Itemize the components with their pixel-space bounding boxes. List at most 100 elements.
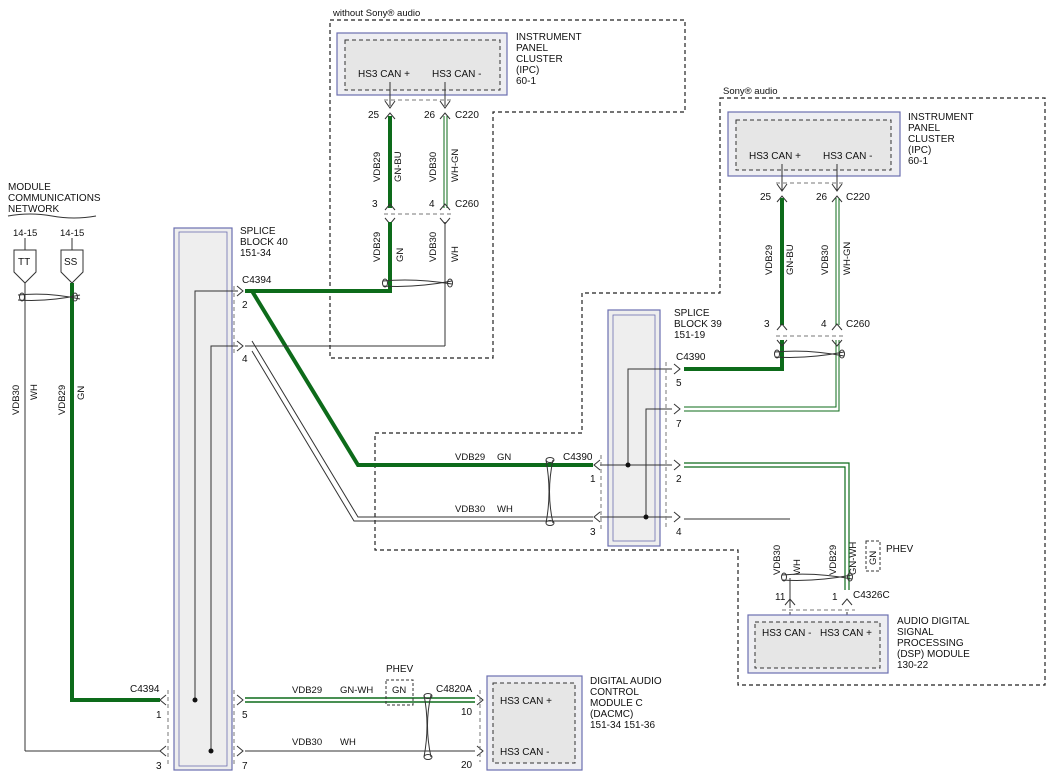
wire-vdb29-sb39-to-ipc bbox=[684, 340, 784, 371]
wire-label-wh-gn-top: WH-GN bbox=[450, 149, 461, 182]
svg-text:(IPC): (IPC) bbox=[516, 65, 539, 76]
wire-label-vdb29-left: VDB29 bbox=[57, 385, 68, 415]
wire-label-vdb30-top: VDB30 bbox=[428, 152, 439, 182]
wire-label-vdb30-top-lower: VDB30 bbox=[428, 232, 439, 262]
dsp-pin-right: HS3 CAN + bbox=[820, 628, 872, 639]
wire-label-vdb30-left: VDB30 bbox=[11, 385, 22, 415]
ipc-right-title: INSTRUMENT PANEL CLUSTER (IPC) 60-1 bbox=[908, 112, 974, 167]
pin-2-sb39: 2 bbox=[676, 474, 682, 485]
phev-label-dsp: PHEV bbox=[886, 544, 914, 555]
wire-label-gn-top-lower: GN bbox=[395, 248, 406, 262]
svg-text:AUDIO DIGITAL: AUDIO DIGITAL bbox=[897, 616, 970, 627]
mcn-ref-left: 14-15 bbox=[13, 228, 37, 239]
pin-4-sb40: 4 bbox=[242, 354, 248, 365]
wire-label-vdb29-top-lower: VDB29 bbox=[372, 232, 383, 262]
svg-text:CLUSTER: CLUSTER bbox=[516, 54, 563, 65]
svg-text:151-19: 151-19 bbox=[674, 330, 706, 341]
pin-4-right: 4 bbox=[821, 319, 827, 330]
svg-text:(DACMC): (DACMC) bbox=[590, 709, 633, 720]
svg-text:BLOCK 39: BLOCK 39 bbox=[674, 319, 722, 330]
connector-c4326c: C4326C bbox=[853, 590, 890, 601]
connector-c4820a: C4820A bbox=[436, 684, 472, 695]
wire-label-gn-bu-top: GN-BU bbox=[393, 151, 404, 182]
wire-label-wh-bottom: WH bbox=[340, 737, 356, 748]
section-label-without-sony: without Sony® audio bbox=[332, 8, 420, 19]
dacmc-pin-bottom: HS3 CAN - bbox=[500, 747, 549, 758]
svg-text:SPLICE: SPLICE bbox=[674, 308, 710, 319]
pin-3-sb40: 3 bbox=[156, 761, 162, 772]
dacmc-pin-top: HS3 CAN + bbox=[500, 696, 552, 707]
pin-2-sb40: 2 bbox=[242, 300, 248, 311]
splice-block-40-title: SPLICE BLOCK 40 151-34 bbox=[240, 226, 288, 259]
pin-5-sb40: 5 bbox=[242, 710, 248, 721]
ipc-top-inner bbox=[344, 39, 501, 91]
pin-20-dacmc: 20 bbox=[461, 760, 473, 771]
svg-text:CLUSTER: CLUSTER bbox=[908, 134, 955, 145]
svg-text:SIGNAL: SIGNAL bbox=[897, 627, 934, 638]
dacmc-title: DIGITAL AUDIO CONTROL MODULE C (DACMC) 1… bbox=[590, 676, 662, 731]
svg-text:PROCESSING: PROCESSING bbox=[897, 638, 964, 649]
wire-label-vdb30-mid: VDB30 bbox=[455, 504, 485, 515]
mcn-ref-right: 14-15 bbox=[60, 228, 84, 239]
wire-vdb29-sb40-to-sb39 bbox=[250, 289, 593, 467]
pin-4-top: 4 bbox=[429, 199, 435, 210]
wire-label-wh-gn-right: WH-GN bbox=[842, 242, 853, 275]
svg-text:CONTROL: CONTROL bbox=[590, 687, 639, 698]
wire-label-gn-bottom: GN bbox=[392, 685, 406, 696]
pin-5-sb39: 5 bbox=[676, 378, 682, 389]
connector-c220-right: C220 bbox=[846, 192, 870, 203]
connector-c260-top: C260 bbox=[455, 199, 479, 210]
ipc-top-title: INSTRUMENT PANEL CLUSTER (IPC) 60-1 bbox=[516, 32, 582, 87]
wire-label-wh-dsp: WH bbox=[792, 559, 803, 575]
connector-c4390-left: C4390 bbox=[563, 452, 593, 463]
wire-label-vdb29-dsp: VDB29 bbox=[828, 545, 839, 575]
svg-text:130-22: 130-22 bbox=[897, 660, 929, 671]
splice-block-39-title: SPLICE BLOCK 39 151-19 bbox=[674, 308, 722, 341]
tt-label: TT bbox=[18, 257, 30, 268]
svg-text:BLOCK 40: BLOCK 40 bbox=[240, 237, 288, 248]
pin-1-dsp: 1 bbox=[832, 592, 838, 603]
svg-text:(IPC): (IPC) bbox=[908, 145, 931, 156]
connector-c260-right: C260 bbox=[846, 319, 870, 330]
svg-text:(DSP) MODULE: (DSP) MODULE bbox=[897, 649, 970, 660]
svg-text:PANEL: PANEL bbox=[908, 123, 940, 134]
connector-c220-top: C220 bbox=[455, 110, 479, 121]
pin-10-dacmc: 10 bbox=[461, 707, 473, 718]
connector-c4394-sb40: C4394 bbox=[242, 275, 272, 286]
tt-symbol bbox=[13, 249, 37, 284]
section-outline-without-sony bbox=[329, 19, 686, 359]
pin-7-sb40: 7 bbox=[242, 761, 248, 772]
wire-label-vdb30-bottom: VDB30 bbox=[292, 737, 322, 748]
section-label-sony: Sony® audio bbox=[723, 86, 778, 97]
phev-label-bottom: PHEV bbox=[386, 664, 414, 675]
ss-label: SS bbox=[64, 257, 78, 268]
wire-label-gn-wh-dsp: GN-WH bbox=[848, 542, 859, 575]
pin-26-right: 26 bbox=[816, 192, 828, 203]
wire-label-gn-wh-bottom: GN-WH bbox=[340, 685, 373, 696]
dacmc-inner bbox=[492, 682, 576, 764]
wire-label-vdb30-right: VDB30 bbox=[820, 245, 831, 275]
pin-3-top: 3 bbox=[372, 199, 378, 210]
svg-text:NETWORK: NETWORK bbox=[8, 204, 59, 215]
svg-text:DIGITAL AUDIO: DIGITAL AUDIO bbox=[590, 676, 662, 687]
ipc-top-pin-left: HS3 CAN + bbox=[358, 69, 410, 80]
svg-text:SPLICE: SPLICE bbox=[240, 226, 276, 237]
wire-label-gn-mid: GN bbox=[497, 452, 511, 463]
section-outline-sony bbox=[374, 97, 1046, 686]
svg-text:INSTRUMENT: INSTRUMENT bbox=[516, 32, 582, 43]
wire-label-vdb29-right: VDB29 bbox=[764, 245, 775, 275]
pin-1-sb39: 1 bbox=[590, 474, 596, 485]
wire-label-wh-mid: WH bbox=[497, 504, 513, 515]
wire-label-wh-top-lower: WH bbox=[450, 246, 461, 262]
pin-11-dsp: 11 bbox=[775, 592, 786, 603]
pin-7-sb39: 7 bbox=[676, 419, 682, 430]
svg-text:INSTRUMENT: INSTRUMENT bbox=[908, 112, 974, 123]
pin-4-sb39: 4 bbox=[676, 527, 682, 538]
ss-symbol bbox=[60, 249, 84, 284]
splice-block-39 bbox=[607, 309, 661, 547]
wire-label-vdb29-bottom: VDB29 bbox=[292, 685, 322, 696]
svg-text:151-34 151-36: 151-34 151-36 bbox=[590, 720, 655, 731]
wire-label-gn-left: GN bbox=[76, 386, 87, 400]
svg-text:60-1: 60-1 bbox=[908, 156, 928, 167]
